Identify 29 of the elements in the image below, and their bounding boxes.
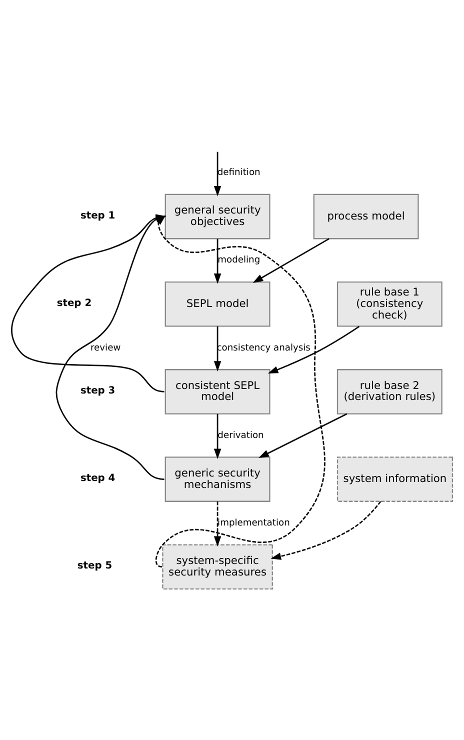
arrow — [268, 326, 360, 374]
edge-label: definition — [217, 168, 260, 178]
node-box: general security objectives — [164, 194, 270, 240]
arrow — [270, 501, 382, 560]
arrow — [214, 326, 222, 372]
arrow — [214, 238, 222, 284]
node-box: consistent SEPL model — [164, 369, 270, 414]
edge-label: implementation — [218, 518, 290, 528]
edge-label: consistency analysis — [216, 343, 310, 354]
node-box: SEPL model — [164, 281, 270, 327]
label: step 5 — [77, 560, 112, 572]
edge-label: modeling — [218, 256, 260, 266]
arrow — [214, 414, 222, 460]
label: step 3 — [80, 386, 116, 397]
node-box: rule base 2 (derivation rules) — [336, 369, 442, 414]
node-box: system information — [336, 456, 454, 502]
arrow — [214, 152, 222, 196]
label: step 4 — [80, 473, 116, 484]
arrow — [214, 502, 222, 547]
node-box: process model — [313, 194, 419, 240]
label: step 2 — [56, 298, 92, 309]
node-box: generic security mechanisms — [164, 456, 270, 502]
label: step 1 — [80, 210, 116, 222]
node-box: rule base 1 (consistency check) — [336, 281, 442, 327]
arrow — [258, 413, 348, 458]
node-box: system-specific security measures — [162, 544, 273, 590]
arrow — [252, 238, 330, 283]
edge-label: review — [90, 343, 121, 354]
edge-label: derivation — [218, 430, 264, 441]
